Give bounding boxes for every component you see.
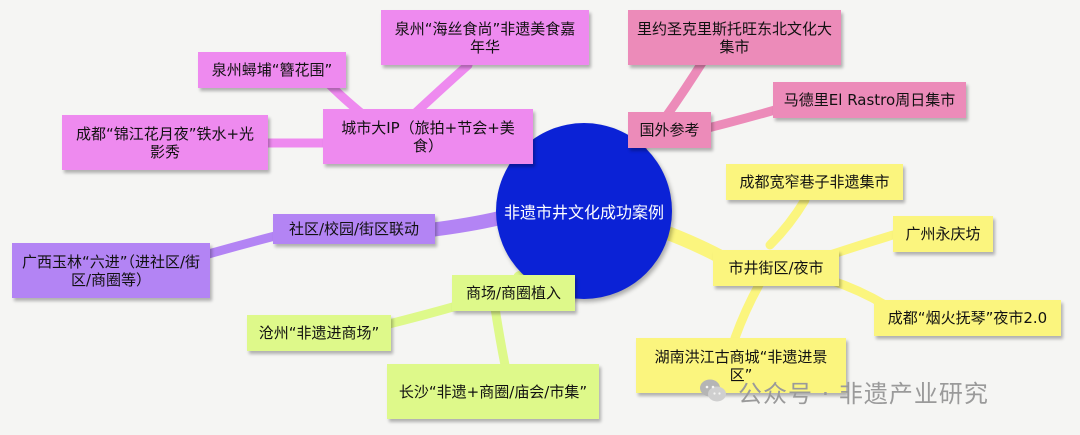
leaf-guangzhou-yongqing[interactable]: 广州永庆坊: [893, 216, 993, 252]
leaf-chengdu-light-show[interactable]: 成都“锦江花月夜”铁水+光影秀: [62, 115, 268, 170]
leaf-hunan-hongjiang-label: 湖南洪江古商城“非遗进景区”: [654, 347, 828, 384]
branch-street-label: 市井街区/夜市: [728, 259, 824, 277]
branch-mall-district[interactable]: 商场/商圈植入: [452, 275, 575, 311]
branch-city-ip[interactable]: 城市大IP（旅拍+节会+美食）: [323, 109, 533, 164]
center-topic-label: 非遗市井文化成功案例: [503, 203, 664, 222]
branch-community-label: 社区/校园/街区联动: [288, 220, 420, 238]
branch-city-ip-label: 城市大IP（旅拍+节会+美食）: [341, 118, 515, 155]
branch-street-night-market[interactable]: 市井街区/夜市: [713, 250, 839, 286]
watermark: 公众号 · 非遗产业研究: [698, 371, 989, 411]
leaf-changsha-mall-label: 长沙“非遗+商圈/庙会/市集”: [398, 382, 588, 401]
watermark-text: 公众号 · 非遗产业研究: [738, 379, 989, 408]
branch-community-campus[interactable]: 社区/校园/街区联动: [273, 214, 435, 244]
wechat-icon: [700, 379, 726, 402]
branch-mall-label: 商场/商圈植入: [465, 284, 562, 302]
leaf-guangzhou-yongqing-label: 广州永庆坊: [905, 225, 981, 243]
branch-foreign-label: 国外参考: [639, 121, 700, 139]
leaf-quanzhou-hairpin[interactable]: 泉州蟳埔“簪花围”: [198, 52, 346, 88]
leaf-guangxi-yulin-label: 广西玉林“六进”（进社区/街区/商圈等）: [21, 252, 201, 289]
leaf-cangzhou-mall[interactable]: 沧州“非遗进商场”: [247, 315, 391, 351]
leaf-quanzhou-food[interactable]: 泉州“海丝食尚”非遗美食嘉年华: [381, 10, 589, 65]
leaf-cangzhou-mall-label: 沧州“非遗进商场”: [258, 324, 380, 342]
branch-foreign[interactable]: 国外参考: [628, 112, 711, 148]
leaf-chengdu-fuqin[interactable]: 成都“烟火抚琴”夜市2.0: [874, 300, 1061, 336]
leaf-guangxi-yulin[interactable]: 广西玉林“六进”（进社区/街区/商圈等）: [12, 243, 210, 298]
leaf-rio-fair[interactable]: 里约圣克里斯托旺东北文化大集市: [628, 10, 841, 65]
leaf-madrid-rastro-label: 马德里El Rastro周日集市: [783, 91, 956, 109]
leaf-quanzhou-hairpin-label: 泉州蟳埔“簪花围”: [211, 61, 333, 79]
center-topic[interactable]: 非遗市井文化成功案例: [496, 123, 672, 299]
leaf-madrid-rastro[interactable]: 马德里El Rastro周日集市: [773, 82, 966, 118]
leaf-changsha-mall[interactable]: 长沙“非遗+商圈/庙会/市集”: [387, 364, 599, 419]
leaf-hunan-hongjiang[interactable]: 湖南洪江古商城“非遗进景区”: [636, 338, 846, 393]
leaf-chengdu-fuqin-label: 成都“烟火抚琴”夜市2.0: [887, 309, 1048, 327]
leaf-rio-fair-label: 里约圣克里斯托旺东北文化大集市: [636, 19, 832, 56]
leaf-chengdu-light-show-label: 成都“锦江花月夜”铁水+光影秀: [75, 124, 255, 161]
leaf-chengdu-kuanzhai[interactable]: 成都宽窄巷子非遗集市: [726, 164, 903, 200]
leaf-chengdu-kuanzhai-label: 成都宽窄巷子非遗集市: [739, 173, 890, 191]
leaf-quanzhou-food-label: 泉州“海丝食尚”非遗美食嘉年华: [394, 19, 576, 56]
